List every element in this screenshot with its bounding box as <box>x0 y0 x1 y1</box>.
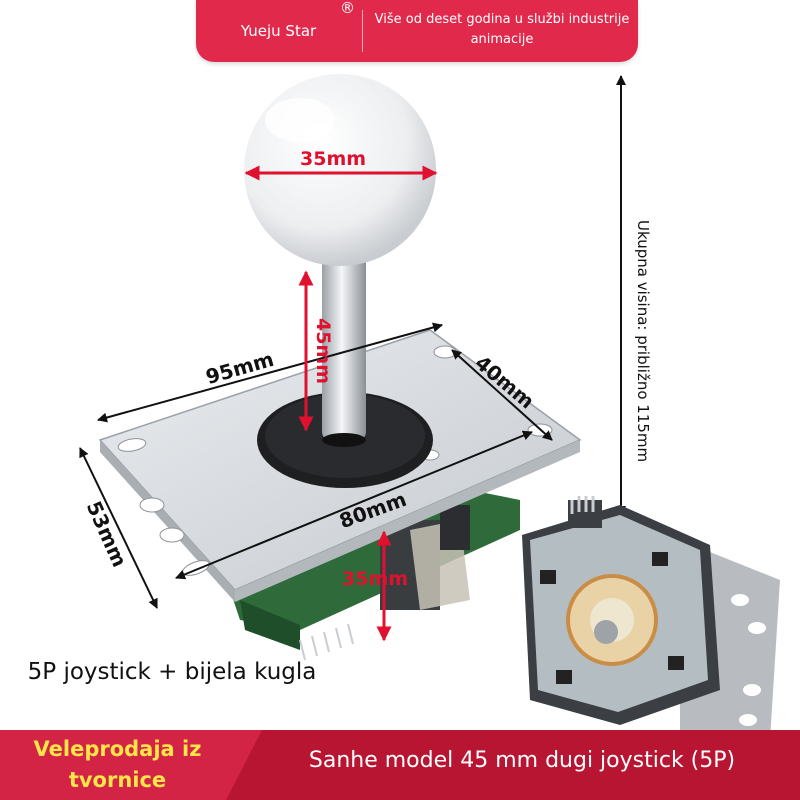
joystick-mechanism-view <box>522 496 780 730</box>
registered-mark: ® <box>340 0 355 17</box>
product-illustration <box>79 74 780 730</box>
shaft-length-label: 45mm <box>312 317 335 385</box>
banner-divider <box>362 10 363 52</box>
product-caption: 5P joystick + bijela kugla <box>27 659 317 685</box>
wholesale-label: Veleprodaja iz tvornice <box>33 737 202 792</box>
bottom-left-panel <box>0 730 262 800</box>
product-title: Sanhe model 45 mm dugi joystick (5P) <box>308 748 736 773</box>
red-dimension-lines <box>244 165 438 642</box>
base-height-label: 35mm <box>342 568 409 590</box>
top-banner: Yueju Star ® Više od deset godina u služ… <box>196 0 638 62</box>
total-height-label: Ukupna visina: približno 115mm <box>634 220 652 463</box>
ball-diameter-label: 35mm <box>300 148 367 170</box>
banner-tagline: Više od deset godina u službi industrije… <box>374 12 630 47</box>
brand-name: Yueju Star <box>240 22 317 40</box>
dimension-lines <box>79 75 626 609</box>
ball-top <box>244 74 436 266</box>
